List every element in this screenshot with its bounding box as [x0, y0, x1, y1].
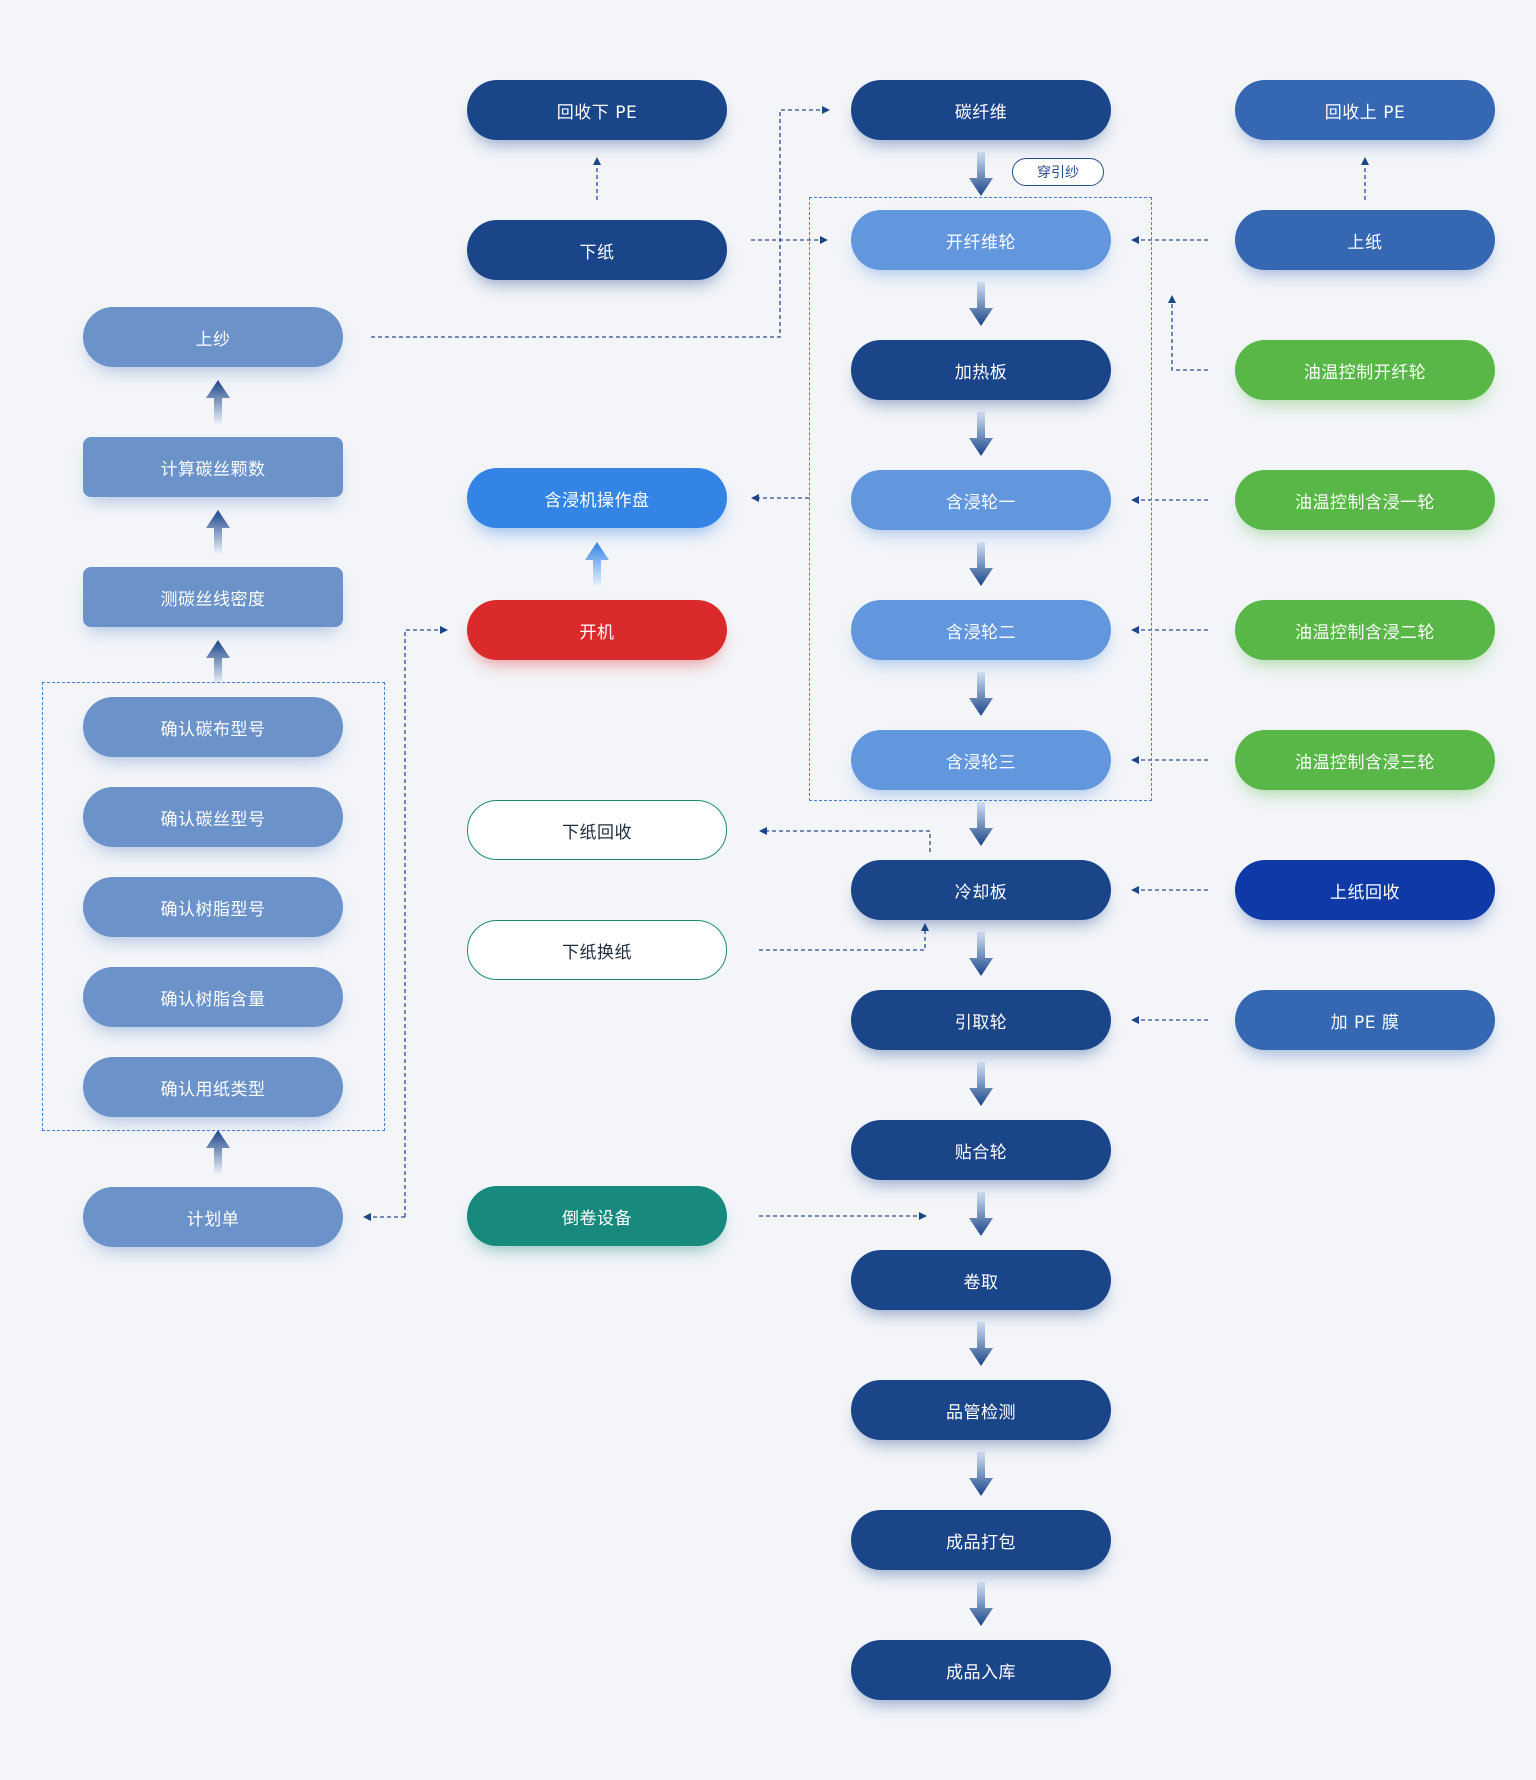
- main-step-carbon-fiber[interactable]: 碳纤维: [851, 80, 1111, 140]
- lower-change-to-cooling: [759, 923, 929, 951]
- cooling-to-lower-recycle: [759, 827, 931, 852]
- right-step-oil-temp-spreader[interactable]: 油温控制开纤轮: [1235, 340, 1495, 400]
- main-step-impregnation-roller-1[interactable]: 含浸轮一: [851, 470, 1111, 530]
- main-flow-arrow-9: [969, 1192, 993, 1236]
- check-carbon-cloth-model[interactable]: 确认碳布型号: [83, 697, 343, 757]
- left-flow-arrow-4: [206, 1130, 230, 1174]
- left-step-count-filaments[interactable]: 计算碳丝颗数: [83, 437, 343, 497]
- start-to-panel-arrow: [585, 542, 609, 586]
- main-step-quality-inspection[interactable]: 品管检测: [851, 1380, 1111, 1440]
- left-step-plan-order[interactable]: 计划单: [83, 1187, 343, 1247]
- main-step-packing[interactable]: 成品打包: [851, 1510, 1111, 1570]
- right-step-recycle-upper-pe[interactable]: 回收上 PE: [1235, 80, 1495, 140]
- check-resin-model[interactable]: 确认树脂型号: [83, 877, 343, 937]
- main-step-impregnation-roller-3[interactable]: 含浸轮三: [851, 730, 1111, 790]
- left-flow-arrow-1: [206, 380, 230, 424]
- main-flow-arrow-11: [969, 1452, 993, 1496]
- left-step-yarn-loading[interactable]: 上纱: [83, 307, 343, 367]
- main-flow-arrow-12: [969, 1582, 993, 1626]
- left-flow-arrow-3: [206, 640, 230, 684]
- main-step-laminating-roller[interactable]: 贴合轮: [851, 1120, 1111, 1180]
- threading-tag: 穿引纱: [1012, 158, 1104, 186]
- check-resin-content[interactable]: 确认树脂含量: [83, 967, 343, 1027]
- main-step-warehousing[interactable]: 成品入库: [851, 1640, 1111, 1700]
- check-carbon-filament-model[interactable]: 确认碳丝型号: [83, 787, 343, 847]
- middle-step-lower-paper-change[interactable]: 下纸换纸: [467, 920, 727, 980]
- main-step-cooling-plate[interactable]: 冷却板: [851, 860, 1111, 920]
- main-flow-arrow-8: [969, 1062, 993, 1106]
- middle-step-lower-paper-recycle[interactable]: 下纸回收: [467, 800, 727, 860]
- left-step-measure-density[interactable]: 测碳丝线密度: [83, 567, 343, 627]
- right-step-upper-paper[interactable]: 上纸: [1235, 210, 1495, 270]
- middle-step-control-panel[interactable]: 含浸机操作盘: [467, 468, 727, 528]
- main-flow-arrow-1: [969, 152, 993, 196]
- middle-step-recycle-lower-pe[interactable]: 回收下 PE: [467, 80, 727, 140]
- main-flow-arrow-10: [969, 1322, 993, 1366]
- main-step-impregnation-roller-2[interactable]: 含浸轮二: [851, 600, 1111, 660]
- left-flow-arrow-2: [206, 510, 230, 554]
- right-step-add-pe-film[interactable]: 加 PE 膜: [1235, 990, 1495, 1050]
- right-step-upper-paper-recycle[interactable]: 上纸回收: [1235, 860, 1495, 920]
- main-flow-arrow-7: [969, 932, 993, 976]
- plan-to-start: [404, 626, 448, 1217]
- main-step-pulling-roller[interactable]: 引取轮: [851, 990, 1111, 1050]
- impregnation-group-frame: [809, 197, 1152, 801]
- middle-step-rewinding-equipment[interactable]: 倒卷设备: [467, 1186, 727, 1246]
- right-step-oil-temp-roller-2[interactable]: 油温控制含浸二轮: [1235, 600, 1495, 660]
- main-flow-arrow-6: [969, 802, 993, 846]
- right-step-oil-temp-roller-1[interactable]: 油温控制含浸一轮: [1235, 470, 1495, 530]
- main-step-winding[interactable]: 卷取: [851, 1250, 1111, 1310]
- middle-step-start-machine[interactable]: 开机: [467, 600, 727, 660]
- right-step-oil-temp-roller-3[interactable]: 油温控制含浸三轮: [1235, 730, 1495, 790]
- oil-temp-spreader-link: [1168, 295, 1208, 371]
- check-paper-type[interactable]: 确认用纸类型: [83, 1057, 343, 1117]
- main-step-spreader-roller[interactable]: 开纤维轮: [851, 210, 1111, 270]
- checks-group-frame: [42, 682, 385, 1131]
- main-step-heating-plate[interactable]: 加热板: [851, 340, 1111, 400]
- middle-step-lower-paper[interactable]: 下纸: [467, 220, 727, 280]
